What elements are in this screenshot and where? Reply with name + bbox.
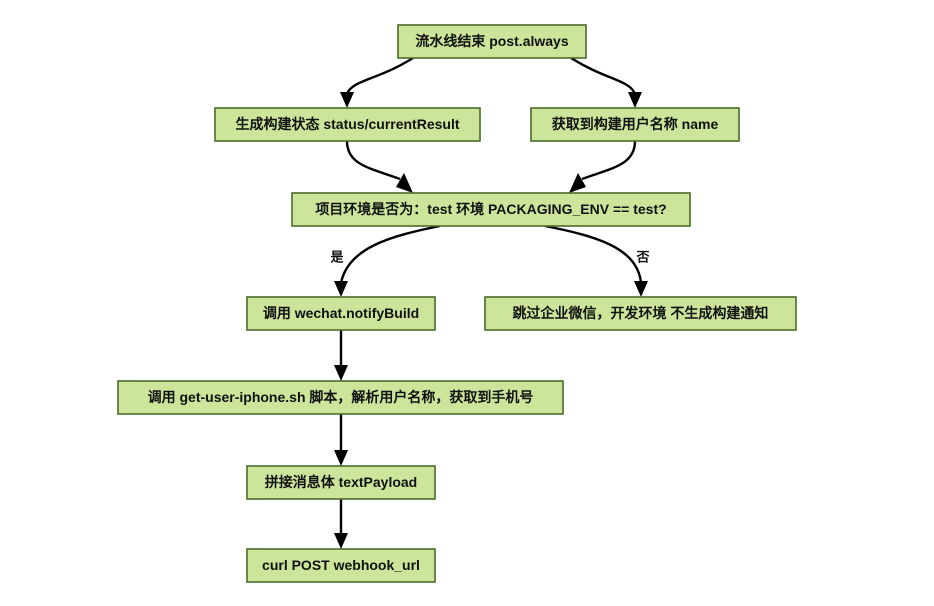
arrowhead-icon <box>334 365 348 381</box>
node-build-status[interactable]: 生成构建状态 status/currentResult <box>214 107 481 142</box>
node-label: 流水线结束 post.always <box>415 33 568 49</box>
edge-pipeline-to-username <box>570 56 642 108</box>
node-get-user-iphone[interactable]: 调用 get-user-iphone.sh 脚本，解析用户名称，获取到手机号 <box>117 380 564 415</box>
node-box[interactable] <box>484 296 797 331</box>
node-box[interactable] <box>397 24 587 59</box>
edge-notify-to-script <box>334 330 348 381</box>
edge-path <box>339 224 441 284</box>
edge-script-to-payload <box>334 414 348 466</box>
node-label: 获取到构建用户名称 name <box>552 116 719 132</box>
edge-layer: 是 否 <box>329 56 650 549</box>
edge-path <box>581 140 637 181</box>
edge-decision-no: 否 <box>544 224 650 297</box>
edge-status-to-decision <box>345 140 413 193</box>
node-wechat-notify[interactable]: 调用 wechat.notifyBuild <box>246 296 436 331</box>
edge-path <box>345 140 401 181</box>
node-curl-post[interactable]: curl POST webhook_url <box>246 548 436 583</box>
edge-decision-yes: 是 <box>329 224 441 297</box>
node-box[interactable] <box>291 192 691 227</box>
node-box[interactable] <box>246 465 436 500</box>
arrowhead-icon <box>334 450 348 466</box>
edge-payload-to-curl <box>334 499 348 549</box>
node-label: 调用 wechat.notifyBuild <box>263 305 419 321</box>
node-build-username[interactable]: 获取到构建用户名称 name <box>530 107 740 142</box>
arrowhead-icon <box>569 173 586 193</box>
node-env-decision[interactable]: 项目环境是否为：test 环境 PACKAGING_ENV == test? <box>291 192 691 227</box>
edge-path <box>570 56 637 95</box>
edge-pipeline-to-status <box>340 56 414 108</box>
arrowhead-icon <box>634 281 648 297</box>
edge-path <box>345 56 414 95</box>
arrowhead-icon <box>340 92 354 108</box>
node-layer: 流水线结束 post.always 生成构建状态 status/currentR… <box>117 24 797 583</box>
edge-label-yes: 是 <box>329 249 344 264</box>
arrowhead-icon <box>396 173 413 193</box>
node-box[interactable] <box>530 107 740 142</box>
node-label: 项目环境是否为：test 环境 PACKAGING_ENV == test? <box>315 201 666 217</box>
node-label: 生成构建状态 status/currentResult <box>235 116 459 132</box>
node-box[interactable] <box>246 296 436 331</box>
node-box[interactable] <box>246 548 436 583</box>
node-label: 跳过企业微信，开发环境 不生成构建通知 <box>513 305 769 321</box>
node-label: curl POST webhook_url <box>262 557 420 573</box>
edge-label-no: 否 <box>635 249 649 264</box>
arrowhead-icon <box>628 92 642 108</box>
node-box[interactable] <box>117 380 564 415</box>
arrowhead-icon <box>334 533 348 549</box>
node-skip-wechat[interactable]: 跳过企业微信，开发环境 不生成构建通知 <box>484 296 797 331</box>
node-text-payload[interactable]: 拼接消息体 textPayload <box>246 465 436 500</box>
node-box[interactable] <box>214 107 481 142</box>
arrowhead-icon <box>334 281 348 297</box>
node-pipeline-end[interactable]: 流水线结束 post.always <box>397 24 587 59</box>
node-label: 调用 get-user-iphone.sh 脚本，解析用户名称，获取到手机号 <box>148 389 534 405</box>
node-label: 拼接消息体 textPayload <box>265 474 417 490</box>
edge-path <box>544 224 643 284</box>
edge-username-to-decision <box>569 140 637 193</box>
